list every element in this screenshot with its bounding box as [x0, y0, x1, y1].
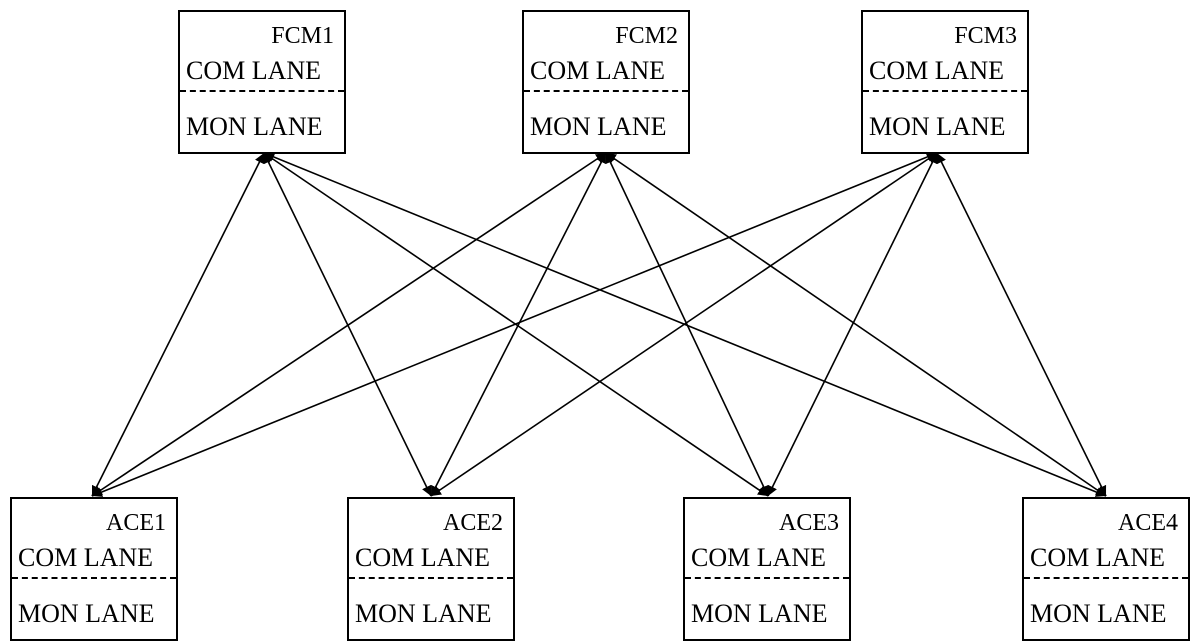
ace4-label: ACE4 — [1118, 510, 1178, 536]
fcm1-label: FCM1 — [271, 23, 334, 49]
fcm1-com-lane: COM LANE — [186, 56, 322, 85]
fcm3-mon-lane: MON LANE — [869, 112, 1006, 141]
fcm2-box: FCM2 COM LANE MON LANE — [522, 10, 690, 154]
fcm2-com-lane: COM LANE — [530, 56, 666, 85]
fcm1-mon-lane: MON LANE — [186, 112, 323, 141]
ace4-com-lane: COM LANE — [1030, 543, 1166, 572]
link-fcm3-ace4 — [936, 152, 1107, 497]
link-fcm3-ace2 — [430, 152, 938, 497]
fcm2-label: FCM2 — [615, 23, 678, 49]
ace1-com-lane: COM LANE — [18, 543, 154, 572]
fcm3-box: FCM3 COM LANE MON LANE — [861, 10, 1029, 154]
ace3-lane-divider — [685, 577, 849, 579]
ace2-mon-lane: MON LANE — [355, 599, 492, 628]
ace4-box: ACE4 COM LANE MON LANE — [1022, 497, 1190, 641]
ace2-com-lane: COM LANE — [355, 543, 491, 572]
ace3-mon-lane: MON LANE — [691, 599, 828, 628]
link-fcm2-ace2 — [430, 152, 607, 497]
fcm2-lane-divider — [524, 90, 688, 92]
ace1-box: ACE1 COM LANE MON LANE — [10, 497, 178, 641]
link-fcm2-ace1 — [91, 152, 607, 497]
ace3-box: ACE3 COM LANE MON LANE — [683, 497, 851, 641]
ace1-mon-lane: MON LANE — [18, 599, 155, 628]
fcm1-lane-divider — [180, 90, 344, 92]
fcm3-lane-divider — [863, 90, 1027, 92]
link-fcm1-ace2 — [263, 152, 432, 497]
link-fcm2-ace4 — [605, 152, 1107, 497]
ace3-com-lane: COM LANE — [691, 543, 827, 572]
ace4-mon-lane: MON LANE — [1030, 599, 1167, 628]
link-fcm3-ace1 — [91, 152, 938, 497]
fcm3-label: FCM3 — [954, 23, 1017, 49]
link-fcm3-ace3 — [767, 152, 938, 497]
ace3-label: ACE3 — [779, 510, 839, 536]
ace2-box: ACE2 COM LANE MON LANE — [347, 497, 515, 641]
ace1-lane-divider — [12, 577, 176, 579]
ace2-label: ACE2 — [443, 510, 503, 536]
link-fcm2-ace3 — [605, 152, 769, 497]
ace1-label: ACE1 — [106, 510, 166, 536]
fcm3-com-lane: COM LANE — [869, 56, 1005, 85]
fcm1-box: FCM1 COM LANE MON LANE — [178, 10, 346, 154]
ace4-lane-divider — [1024, 577, 1188, 579]
link-fcm1-ace1 — [91, 152, 265, 497]
fcm2-mon-lane: MON LANE — [530, 112, 667, 141]
ace2-lane-divider — [349, 577, 513, 579]
